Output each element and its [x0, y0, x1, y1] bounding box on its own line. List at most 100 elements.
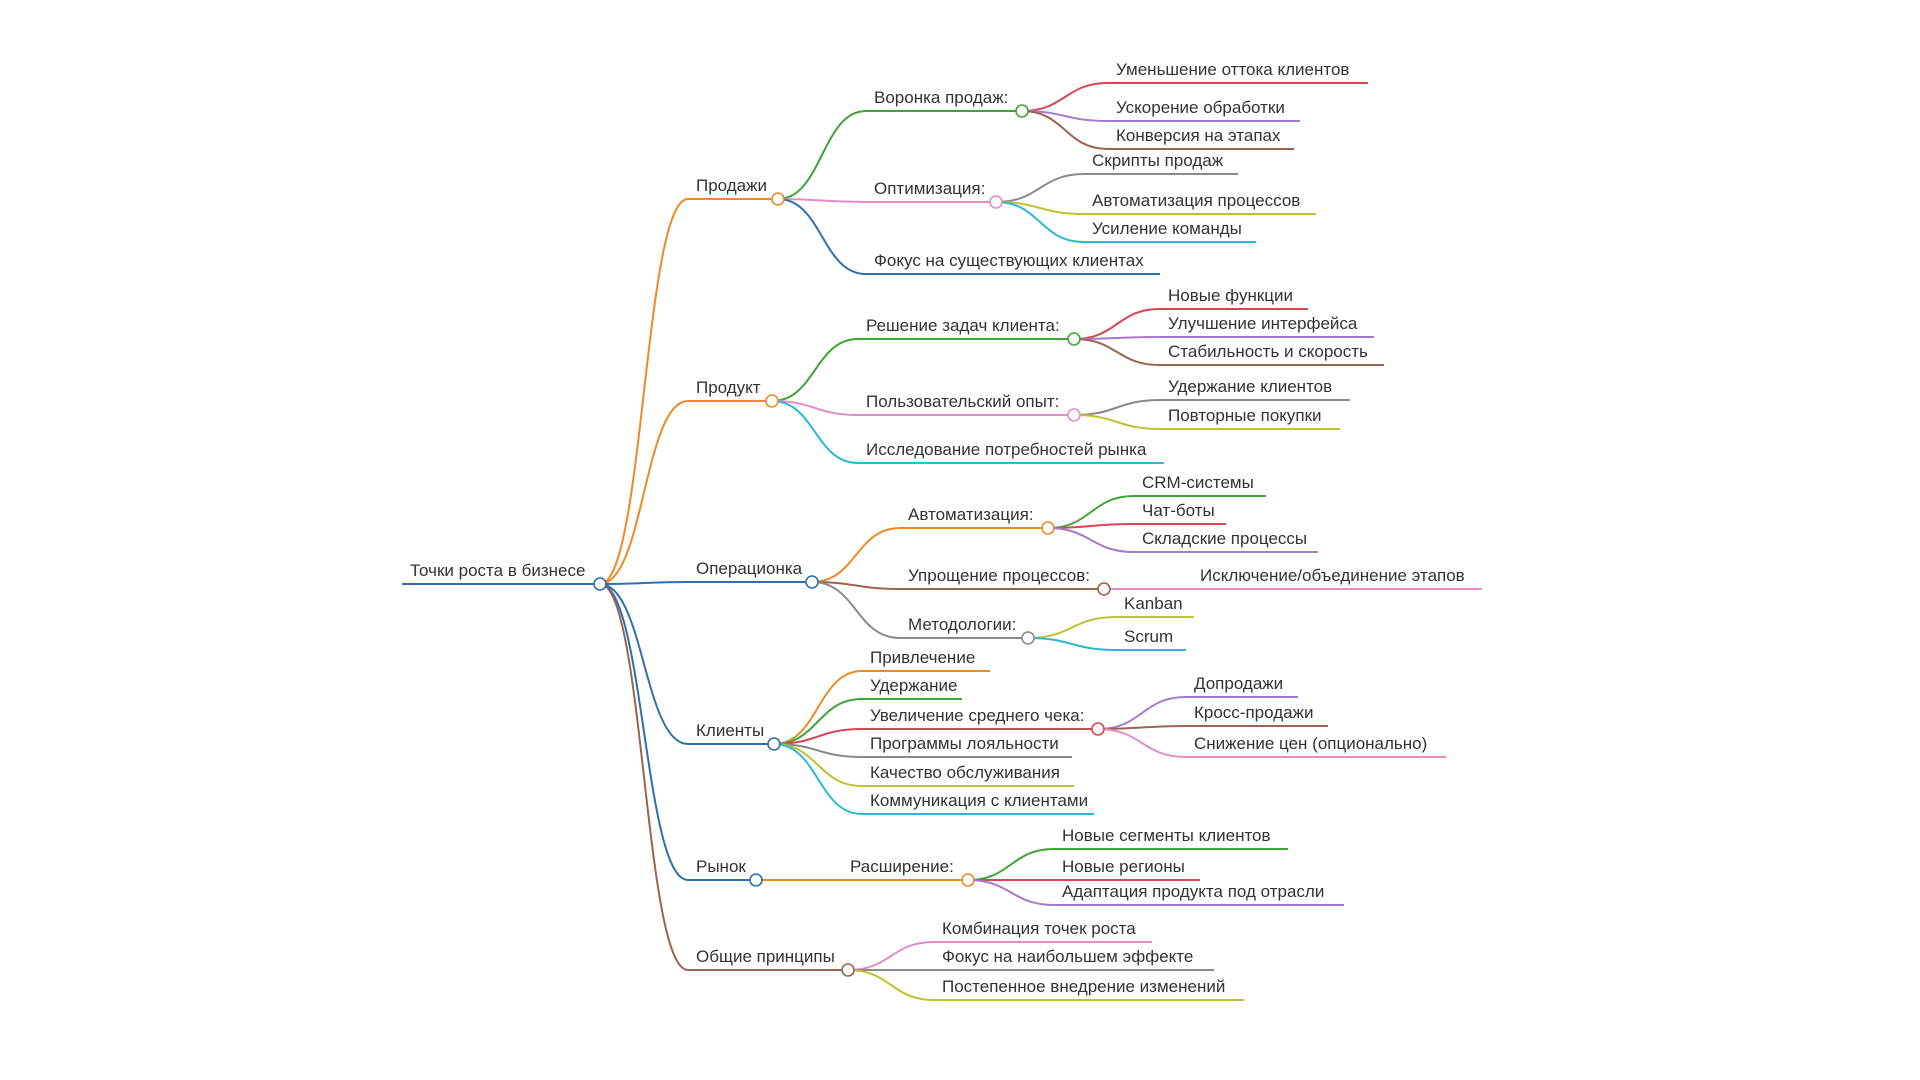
edge-sales-focus [777, 198, 867, 275]
edge-autom-ware [1047, 527, 1135, 553]
toggle-ux[interactable] [1067, 408, 1081, 422]
node-speed: Ускорение обработки [1116, 98, 1285, 117]
node-chat: Чат-боты [1142, 501, 1215, 520]
node-repeat: Повторные покупки [1168, 406, 1322, 425]
node-avg: Увеличение среднего чека: [870, 706, 1084, 725]
toggle-root[interactable] [593, 577, 607, 591]
edge-root-clients [599, 583, 689, 745]
edge-principles-gradual [847, 969, 935, 1001]
node-regions: Новые регионы [1062, 857, 1185, 876]
toggle-product[interactable] [765, 394, 779, 408]
edge-funnel-conv [1021, 110, 1109, 150]
node-adapt: Адаптация продукта под отрасли [1062, 882, 1324, 901]
node-churn: Уменьшение оттока клиентов [1116, 60, 1349, 79]
toggle-avg[interactable] [1091, 722, 1105, 736]
node-focus: Фокус на существующих клиентах [874, 251, 1144, 270]
node-quality: Качество обслуживания [870, 763, 1060, 782]
edge-root-product [599, 400, 689, 585]
node-market: Рынок [696, 857, 746, 876]
edge-product-research [771, 400, 859, 464]
node-simpl: Упрощение процессов: [908, 566, 1090, 585]
node-team: Усиление команды [1092, 219, 1242, 238]
node-meth: Методологии: [908, 615, 1016, 634]
edge-ux-retain [1073, 399, 1161, 416]
node-ui: Улучшение интерфейса [1168, 314, 1358, 333]
node-stab: Стабильность и скорость [1168, 342, 1368, 361]
edge-meth-scrum [1027, 637, 1117, 651]
node-scripts: Скрипты продаж [1092, 151, 1224, 170]
node-ops: Операционка [696, 559, 803, 578]
edge-root-principles [599, 583, 689, 971]
edge-expand-segments [967, 848, 1055, 881]
node-kanban: Kanban [1124, 594, 1183, 613]
toggle-meth[interactable] [1021, 631, 1035, 645]
node-attr: Привлечение [870, 648, 975, 667]
edge-root-market [599, 583, 689, 881]
node-expand: Расширение: [850, 857, 954, 876]
node-effect: Фокус на наибольшем эффекте [942, 947, 1193, 966]
toggle-simpl[interactable] [1097, 582, 1111, 596]
edge-ux-repeat [1073, 414, 1161, 430]
toggle-principles[interactable] [841, 963, 855, 977]
edge-root-ops [599, 581, 689, 585]
toggle-market[interactable] [749, 873, 763, 887]
node-ux: Пользовательский опыт: [866, 392, 1059, 411]
node-conv: Конверсия на этапах [1116, 126, 1281, 145]
node-crm: CRM-системы [1142, 473, 1254, 492]
toggle-clients[interactable] [767, 737, 781, 751]
node-comm: Коммуникация с клиентами [870, 791, 1088, 810]
node-gradual: Постепенное внедрение изменений [942, 977, 1225, 996]
node-hold: Удержание [870, 676, 957, 695]
toggle-optim[interactable] [989, 195, 1003, 209]
node-funnel: Воронка продаж: [874, 88, 1008, 107]
node-root: Точки роста в бизнесе [410, 561, 585, 580]
node-scrum: Scrum [1124, 627, 1173, 646]
node-product: Продукт [696, 378, 761, 397]
edge-ops-meth [811, 581, 901, 639]
edge-clients-hold [773, 698, 863, 745]
node-autom: Автоматизация: [908, 505, 1034, 524]
edge-ops-simpl [811, 581, 901, 590]
edge-tasks-stab [1073, 338, 1161, 366]
node-retain: Удержание клиентов [1168, 377, 1332, 396]
node-loyal: Программы лояльности [870, 734, 1059, 753]
edge-root-sales [599, 198, 689, 585]
edge-product-ux [771, 400, 859, 416]
mindmap-edges [599, 82, 1192, 1001]
toggle-funnel[interactable] [1015, 104, 1029, 118]
node-clients: Клиенты [696, 721, 764, 740]
toggle-expand[interactable] [961, 873, 975, 887]
node-sales: Продажи [696, 176, 767, 195]
node-research: Исследование потребностей рынка [866, 440, 1147, 459]
edge-meth-kanban [1027, 616, 1117, 639]
edge-optim-team [995, 201, 1085, 243]
node-cross: Кросс-продажи [1194, 703, 1313, 722]
edge-tasks-newfunc [1073, 308, 1161, 340]
node-optim: Оптимизация: [874, 179, 985, 198]
edge-clients-attr [773, 670, 863, 745]
edge-expand-adapt [967, 879, 1055, 906]
node-segments: Новые сегменты клиентов [1062, 826, 1271, 845]
node-combo: Комбинация точек роста [942, 919, 1136, 938]
edge-clients-comm [773, 743, 863, 815]
edge-avg-price [1097, 728, 1187, 758]
toggle-sales[interactable] [771, 192, 785, 206]
edge-funnel-churn [1021, 82, 1109, 112]
node-principles: Общие принципы [696, 947, 835, 966]
node-excl: Исключение/объединение этапов [1200, 566, 1465, 585]
edge-sales-optim [777, 198, 867, 203]
node-tasks: Решение задач клиента: [866, 316, 1060, 335]
mindmap-nodes: Точки роста в бизнесе Продажи Воронка прод… [402, 60, 1482, 1001]
toggle-tasks[interactable] [1067, 332, 1081, 346]
edge-avg-upsell [1097, 696, 1187, 730]
node-upsell: Допродажи [1194, 674, 1283, 693]
edge-ops-autom [811, 527, 901, 583]
toggle-autom[interactable] [1041, 521, 1055, 535]
toggle-ops[interactable] [805, 575, 819, 589]
edge-product-tasks [771, 338, 859, 402]
node-price: Снижение цен (опционально) [1194, 734, 1427, 753]
edge-sales-funnel [777, 110, 867, 200]
edge-optim-scripts [995, 173, 1085, 203]
edge-principles-combo [847, 941, 935, 971]
